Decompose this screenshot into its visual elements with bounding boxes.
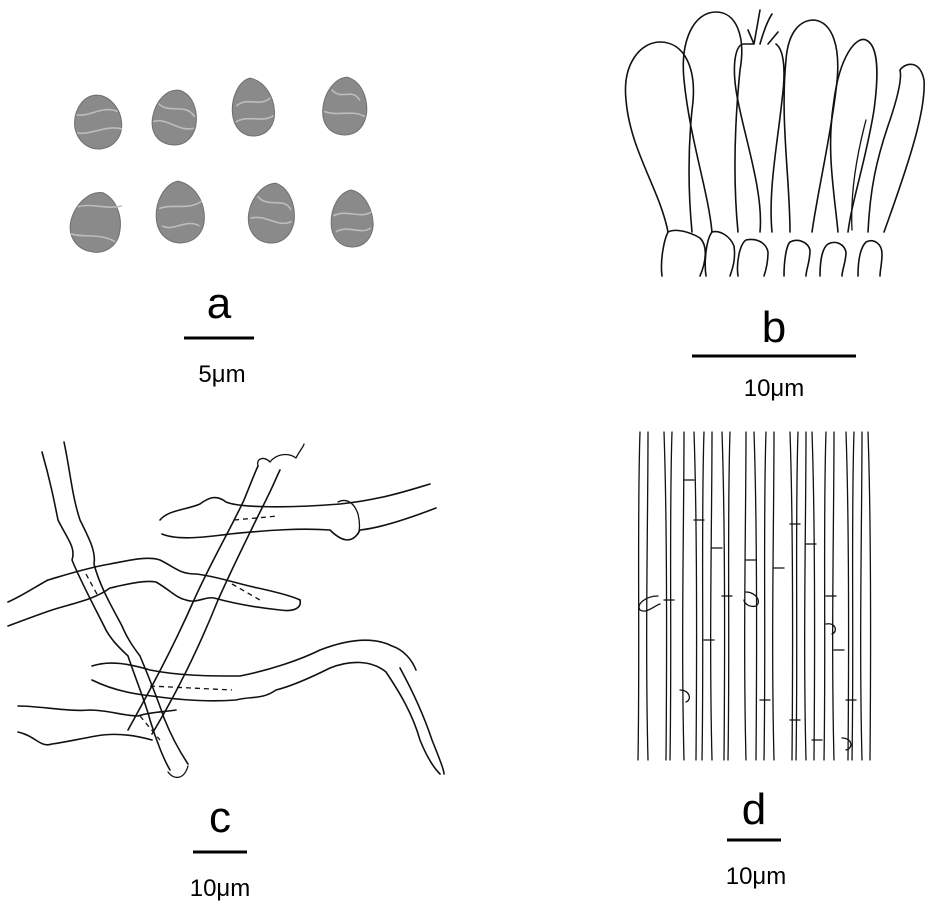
spore — [155, 180, 205, 244]
hypha-wall — [811, 431, 816, 761]
hypha-wall — [721, 431, 726, 761]
hypha-wall — [789, 431, 794, 761]
hyphae-drawing — [7, 441, 445, 778]
scale-label: 5μm — [198, 361, 245, 388]
hypha-wall — [710, 431, 713, 761]
spore — [330, 189, 374, 248]
hypha-wall — [845, 431, 850, 761]
spore — [151, 89, 197, 146]
scale-label: 10μm — [726, 863, 787, 890]
panel-c: c 10μm — [7, 441, 445, 902]
hypha-wall — [646, 431, 649, 761]
hypha-wall — [851, 431, 855, 761]
hypha-wall — [663, 431, 668, 761]
hypha-wall — [795, 431, 799, 761]
scale-label: 10μm — [744, 375, 805, 402]
hypha-wall — [637, 431, 641, 761]
hypha-wall — [727, 431, 731, 761]
clamps — [638, 591, 852, 751]
hypha-wall — [669, 431, 673, 761]
panel-letter: a — [207, 279, 232, 328]
panel-a: a 5μm — [69, 76, 374, 388]
panel-b: b 10μm — [624, 9, 925, 402]
hypha-wall — [753, 431, 758, 761]
hypha-wall — [763, 431, 767, 761]
hypha-wall — [832, 431, 835, 761]
hypha-wall — [823, 431, 827, 761]
panel-letter: b — [762, 303, 786, 352]
scale-label: 10μm — [190, 875, 251, 902]
panel-letter: c — [209, 793, 231, 842]
panel-letter: d — [742, 785, 766, 834]
spore — [322, 76, 368, 136]
spore — [247, 182, 295, 244]
basidia-drawing — [624, 9, 925, 277]
hypha-wall — [860, 431, 863, 761]
spore-group — [69, 76, 374, 253]
parallel-hyphae-drawing — [637, 431, 872, 761]
hypha-wall — [744, 431, 747, 761]
panel-d: d 10μm — [637, 431, 872, 890]
hypha-wall — [804, 431, 807, 761]
hypha-wall — [867, 431, 872, 761]
hypha-wall — [693, 431, 698, 761]
hypha-wall — [772, 431, 775, 761]
spore — [69, 192, 122, 253]
hypha-wall — [701, 431, 705, 761]
hypha-wall — [682, 431, 685, 761]
spore — [231, 77, 276, 137]
spore — [74, 94, 123, 150]
